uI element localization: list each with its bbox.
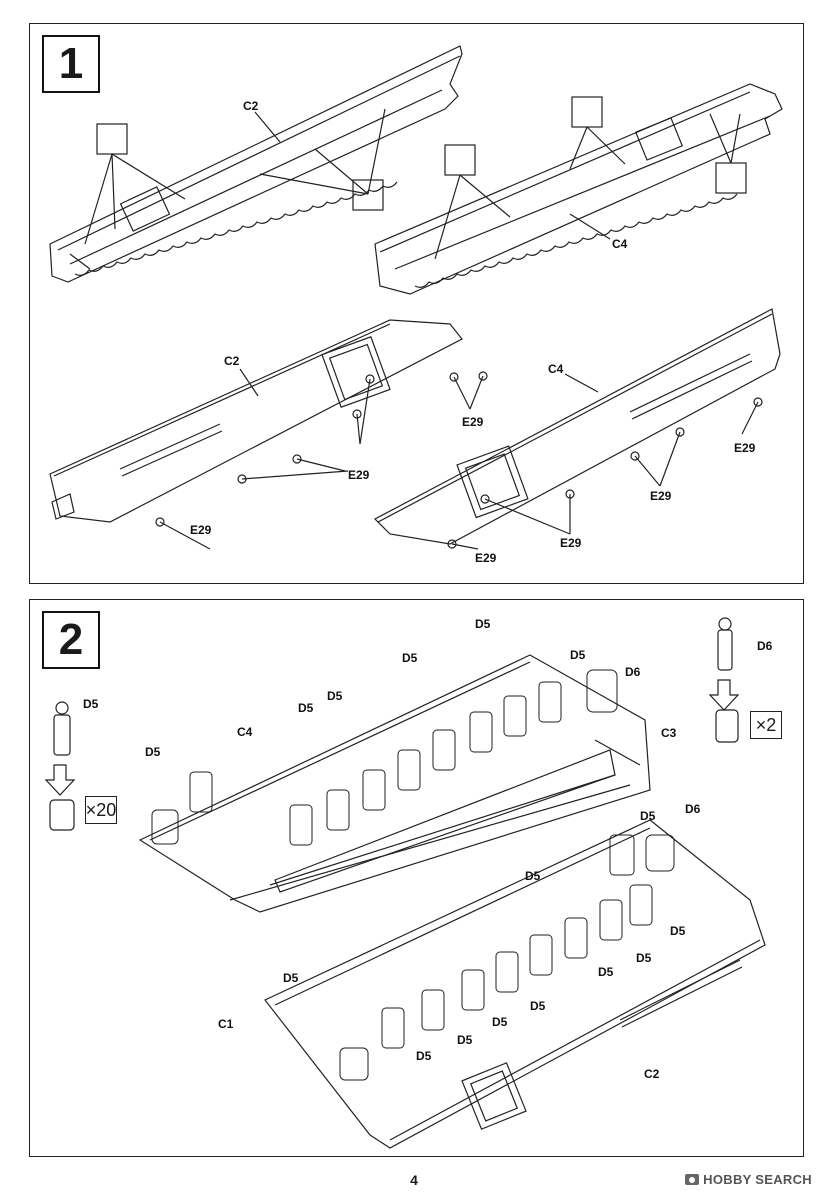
d5-callout [44, 701, 76, 831]
label-c4: C4 [237, 725, 253, 739]
step-2-number: 2 [42, 611, 100, 669]
label-e29-3: E29 [190, 523, 212, 537]
label-d5-i: D5 [670, 924, 686, 938]
label-d5-d: D5 [402, 651, 418, 665]
label-c2-bottom: C2 [224, 354, 240, 368]
e29-stud-parts [155, 371, 763, 550]
label-c3: C3 [661, 726, 677, 740]
label-d5-e: D5 [475, 617, 491, 631]
step-1-panel: 1 [29, 23, 804, 584]
label-c1: C1 [218, 1017, 234, 1031]
d5-suspension-units-lower [339, 834, 675, 1081]
label-d5-k: D5 [598, 965, 614, 979]
label-d5-n: D5 [457, 1033, 473, 1047]
label-d5-callout: D5 [83, 697, 99, 711]
c4-outer-side-part [374, 308, 781, 545]
detail-inset-5 [715, 162, 747, 194]
camera-icon [685, 1174, 700, 1185]
d6-quantity-badge: ×2 [750, 711, 782, 739]
label-d5-l: D5 [530, 999, 546, 1013]
step-2-illustration: D5 D6 D5 C4 D5 D5 D5 D5 D5 D6 C3 D5 D6 D… [44, 617, 773, 1149]
step-1-illustration: C2 C4 C2 C4 E29 E29 E29 E29 E29 E29 E29 [49, 45, 783, 565]
label-d5-a: D5 [145, 745, 161, 759]
label-d5-o: D5 [416, 1049, 432, 1063]
label-e29-1: E29 [462, 415, 484, 429]
label-d6-callout: D6 [757, 639, 773, 653]
detail-inset-2 [352, 179, 384, 211]
label-d5-m: D5 [492, 1015, 508, 1029]
label-d5-c: D5 [327, 689, 343, 703]
label-d5-b: D5 [298, 701, 314, 715]
label-e29-2: E29 [348, 468, 370, 482]
label-c4-bottom: C4 [548, 362, 564, 376]
detail-inset-3 [444, 144, 476, 176]
watermark: HOBBY SEARCH [685, 1172, 812, 1187]
d5-suspension-units-upper [151, 669, 618, 846]
label-d5-p: D5 [283, 971, 299, 985]
label-d5-j: D5 [636, 951, 652, 965]
label-e29-6: E29 [560, 536, 582, 550]
page-number: 4 [410, 1172, 418, 1188]
c2-inner-side-part [49, 45, 463, 283]
c4-inner-side-part [374, 83, 783, 295]
watermark-text: HOBBY SEARCH [703, 1172, 812, 1187]
detail-inset-1 [96, 123, 128, 155]
label-e29-7: E29 [475, 551, 497, 565]
d6-callout [708, 617, 740, 743]
label-d5-g: D5 [640, 809, 656, 823]
label-d6-b: D6 [685, 802, 701, 816]
step-1-number: 1 [42, 35, 100, 93]
label-e29-5: E29 [650, 489, 672, 503]
label-d5-h: D5 [525, 869, 541, 883]
label-c2: C2 [644, 1067, 660, 1081]
step-2-panel: 2 [29, 599, 804, 1157]
label-d5-f: D5 [570, 648, 586, 662]
lower-hull-assembly [264, 819, 766, 1149]
label-d6-a: D6 [625, 665, 641, 679]
label-c2-top: C2 [243, 99, 259, 113]
c2-outer-side-part [49, 319, 463, 523]
detail-inset-4 [571, 96, 603, 128]
label-c4-top: C4 [612, 237, 628, 251]
d5-quantity-badge: ×20 [85, 796, 117, 824]
label-e29-4: E29 [734, 441, 756, 455]
upper-hull-assembly [138, 654, 651, 913]
